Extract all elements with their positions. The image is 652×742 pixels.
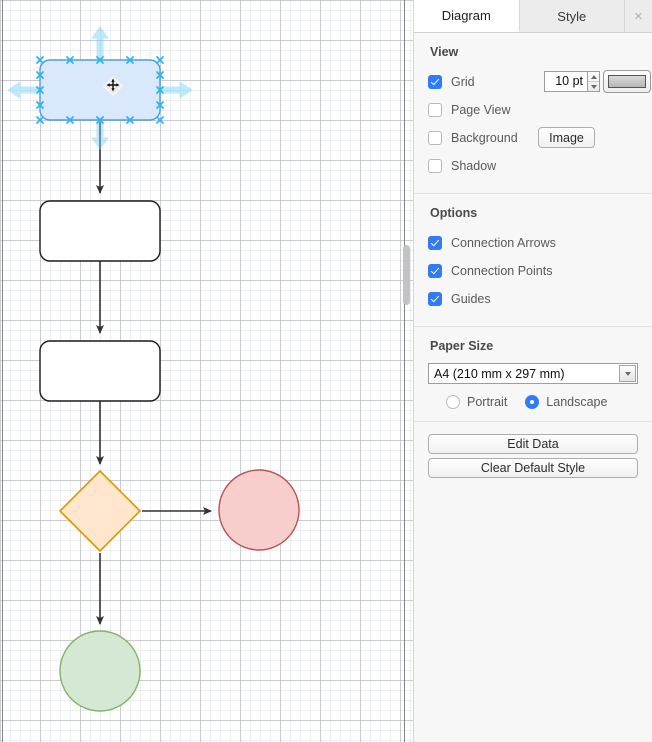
format-panel-tabbar: Diagram Style ×: [414, 0, 652, 33]
grid-label: Grid: [451, 74, 475, 89]
shadow-label: Shadow: [451, 158, 497, 173]
connection-points-label: Connection Points: [451, 263, 553, 278]
guides-label: Guides: [451, 291, 491, 306]
diagram-canvas[interactable]: [0, 0, 413, 742]
row-grid[interactable]: Grid 10 pt: [428, 69, 651, 94]
selected-rounded-rectangle[interactable]: [39, 59, 161, 121]
row-page-view[interactable]: Page View: [428, 97, 638, 122]
grid-size-decrement[interactable]: [588, 82, 599, 91]
move-cursor: [102, 75, 124, 97]
scrollbar-thumb[interactable]: [403, 245, 410, 305]
landscape-label: Landscape: [546, 395, 608, 409]
portrait-label: Portrait: [467, 395, 508, 409]
paper-size-section: Paper Size A4 (210 mm x 297 mm) Portrait…: [414, 327, 652, 422]
error-circle[interactable]: [218, 469, 300, 551]
row-connection-points[interactable]: Connection Points: [428, 258, 638, 283]
decision-diamond[interactable]: [59, 470, 141, 552]
process-rectangle-2[interactable]: [39, 340, 161, 402]
row-guides[interactable]: Guides: [428, 286, 638, 311]
page-boundary-left: [2, 0, 3, 742]
process-rectangle-1[interactable]: [39, 200, 161, 262]
grid-size-input[interactable]: 10 pt: [544, 71, 587, 92]
paper-size-value: A4 (210 mm x 297 mm): [434, 366, 565, 381]
connection-arrows-checkbox[interactable]: [428, 235, 442, 250]
background-label: Background: [451, 130, 518, 145]
landscape-radio[interactable]: [525, 395, 540, 409]
tab-diagram-label: Diagram: [441, 8, 491, 23]
close-icon[interactable]: ×: [625, 0, 652, 32]
row-connection-arrows[interactable]: Connection Arrows: [428, 230, 638, 255]
shadow-checkbox[interactable]: [428, 158, 442, 173]
tab-diagram[interactable]: Diagram: [414, 0, 520, 32]
direction-arrow-down[interactable]: [91, 121, 109, 150]
orientation-group: Portrait Landscape: [428, 395, 638, 409]
canvas-vertical-scrollbar[interactable]: [400, 0, 413, 742]
options-section: Options Connection Arrows Connection Poi…: [414, 194, 652, 327]
connection-point-handles[interactable]: [36, 56, 164, 124]
format-panel: Diagram Style × View Grid 10 pt: [413, 0, 652, 742]
tab-style[interactable]: Style: [519, 0, 625, 32]
page-view-label: Page View: [451, 102, 511, 117]
view-section: View Grid 10 pt Page View: [414, 33, 652, 194]
view-section-title: View: [430, 45, 459, 59]
guides-checkbox[interactable]: [428, 291, 442, 306]
connection-arrows-label: Connection Arrows: [451, 235, 556, 250]
tab-style-label: Style: [557, 8, 587, 24]
grid-color-button[interactable]: [603, 70, 651, 93]
direction-arrow-left[interactable]: [7, 81, 39, 99]
edit-data-button[interactable]: Edit Data: [428, 434, 638, 454]
direction-arrow-up[interactable]: [91, 26, 109, 59]
grid-size-control[interactable]: 10 pt: [544, 71, 600, 92]
paper-size-select[interactable]: A4 (210 mm x 297 mm): [428, 363, 638, 384]
grid-color-swatch: [608, 75, 646, 88]
chevron-down-icon[interactable]: [619, 365, 636, 382]
connection-points-checkbox[interactable]: [428, 263, 442, 278]
direction-arrow-right[interactable]: [161, 81, 193, 99]
grid-size-increment[interactable]: [588, 72, 599, 82]
portrait-radio[interactable]: [446, 395, 460, 409]
page-view-checkbox[interactable]: [428, 102, 442, 117]
clear-default-style-button[interactable]: Clear Default Style: [428, 458, 638, 478]
row-shadow[interactable]: Shadow: [428, 153, 638, 178]
diagram-graph: [7, 26, 300, 712]
actions-section: Edit Data Clear Default Style: [414, 422, 652, 494]
row-background[interactable]: Background Image: [428, 125, 638, 150]
canvas-grid: [0, 0, 413, 742]
end-circle[interactable]: [59, 630, 141, 712]
background-checkbox[interactable]: [428, 130, 442, 145]
grid-checkbox[interactable]: [428, 74, 442, 89]
options-section-title: Options: [430, 206, 478, 220]
paper-size-section-title: Paper Size: [430, 339, 494, 353]
close-icon-glyph: ×: [634, 7, 643, 25]
background-image-button[interactable]: Image: [538, 127, 595, 148]
grid-size-stepper[interactable]: [587, 71, 600, 92]
page-boundary-right: [404, 0, 405, 742]
